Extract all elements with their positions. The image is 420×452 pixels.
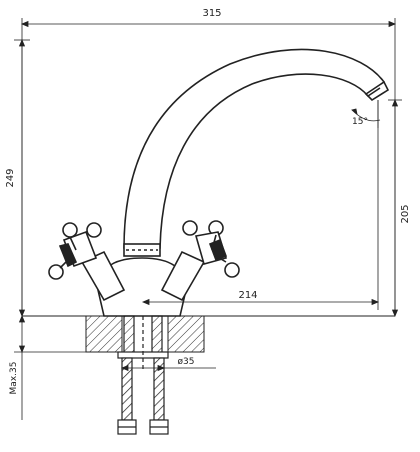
- max-thickness-label: Max.35: [9, 362, 19, 395]
- mounting-hoses: [117, 315, 169, 435]
- overall-height-label: 249: [5, 168, 16, 187]
- spout-height-label: 205: [400, 204, 411, 223]
- faucet-body: [80, 250, 206, 317]
- right-handle: [182, 220, 240, 278]
- countertop-section: [22, 315, 395, 353]
- overall-width-label: 315: [202, 8, 221, 19]
- dimension-lines: [14, 18, 402, 420]
- mount-hole-label: ø35: [178, 357, 195, 367]
- left-handle: [48, 222, 102, 280]
- spout-angle-label: 15°: [352, 117, 368, 127]
- spout: [123, 48, 390, 257]
- spout-reach-label: 214: [238, 290, 257, 301]
